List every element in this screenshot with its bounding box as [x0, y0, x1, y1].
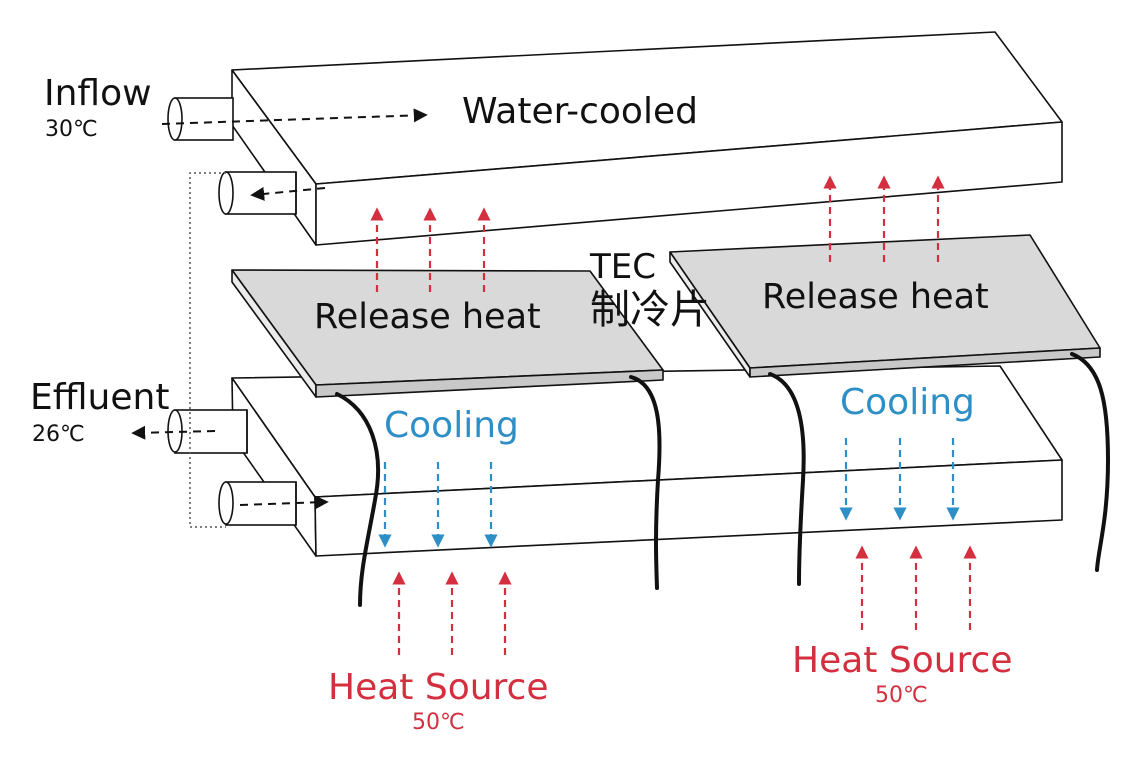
bottom-cold-plate	[231, 365, 1063, 557]
release-heat-right-label: Release heat	[762, 277, 989, 317]
cooling-right-label: Cooling	[840, 382, 975, 423]
inflow-label: Inflow	[44, 73, 152, 114]
cooling-left-label: Cooling	[384, 405, 519, 446]
heat-source-right-temp: 50℃	[875, 683, 928, 708]
heat-source-right-label: Heat Source	[792, 640, 1013, 681]
inflow-pipe	[167, 97, 234, 141]
water-flow-arrows	[131, 108, 428, 510]
effluent-label: Effluent	[30, 377, 170, 418]
tec-module-left	[231, 269, 664, 398]
tec-label: TEC	[590, 247, 656, 287]
water-cooled-label: Water-cooled	[462, 91, 698, 132]
inflow-temp: 30℃	[45, 117, 98, 142]
top-outlet-pipe	[218, 171, 297, 215]
release-heat-left-label: Release heat	[314, 297, 541, 337]
cooling-arrows	[378, 438, 960, 548]
tec-module-right	[669, 234, 1101, 378]
heat-source-arrows	[392, 545, 977, 655]
heat-source-left-temp: 50℃	[412, 710, 465, 735]
external-loop-line	[189, 172, 226, 528]
heat-source-left-label: Heat Source	[328, 667, 549, 708]
release-heat-arrows	[370, 175, 945, 292]
tec-cables	[335, 352, 1111, 607]
tec-chinese-label: 制冷片	[590, 287, 710, 333]
effluent-temp: 26℃	[32, 422, 85, 447]
